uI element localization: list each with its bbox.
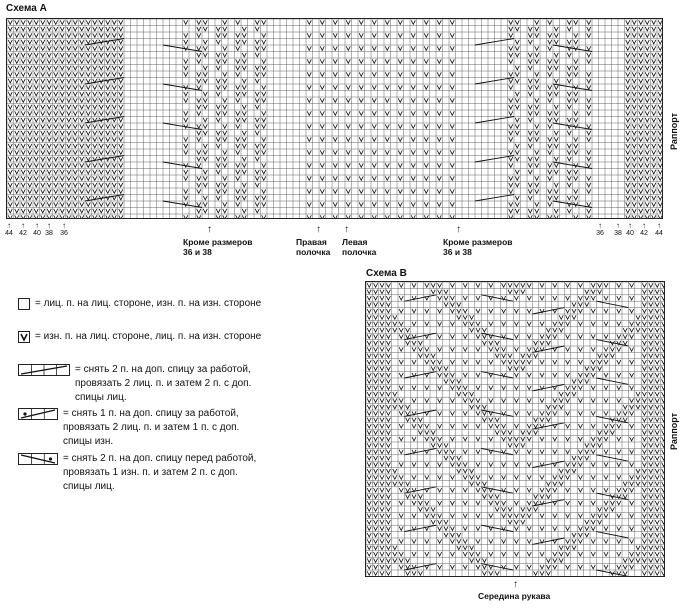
v-square-icon bbox=[18, 331, 30, 343]
size-marker-right-40: ↑40 bbox=[626, 221, 634, 238]
legend-item-cable-2-2: = снять 2 п. на доп. спицу за работой, п… bbox=[18, 363, 275, 405]
scheme-a-chart-grid bbox=[6, 18, 663, 219]
scheme-b-title: Схема В bbox=[366, 268, 407, 279]
scheme-b-rapport-label: Раппорт bbox=[669, 412, 679, 450]
legend-item-purl: = изн. п. на лиц. стороне, лиц. п. на из… bbox=[18, 330, 275, 344]
cable-2-1-dot-icon bbox=[18, 453, 58, 465]
size-marker-right-36: ↑36 bbox=[596, 221, 604, 238]
scheme-a-title: Схема А bbox=[6, 3, 47, 14]
empty-square-icon bbox=[18, 298, 30, 310]
scheme-a-rapport-label: Раппорт bbox=[669, 112, 679, 150]
scheme-b-chart-grid bbox=[365, 281, 665, 577]
cable-2-2-icon bbox=[18, 364, 70, 376]
size-marker-left-42: ↑42 bbox=[19, 221, 27, 238]
size-marker-left-38: ↑38 bbox=[45, 221, 53, 238]
size-marker-right-42: ↑42 bbox=[640, 221, 648, 238]
legend-item-cable-1-2: = снять 1 п. на доп. спицу за работой, п… bbox=[18, 407, 263, 449]
size-marker-right-44: ↑44 bbox=[655, 221, 663, 238]
size-marker-left-44: ↑44 bbox=[5, 221, 13, 238]
size-marker-left-36: ↑36 bbox=[60, 221, 68, 238]
cable-1-2-dot-icon bbox=[18, 408, 58, 420]
size-marker-right-38: ↑38 bbox=[614, 221, 622, 238]
sleeve-middle-label: ↑ Середина рукава bbox=[478, 579, 551, 602]
legend-item-cable-2-1: = снять 2 п. на доп. спицу перед работой… bbox=[18, 452, 263, 494]
size-marker-left-40: ↑40 bbox=[33, 221, 41, 238]
legend-item-knit: = лиц. п. на лиц. стороне, изн. п. на из… bbox=[18, 297, 275, 311]
